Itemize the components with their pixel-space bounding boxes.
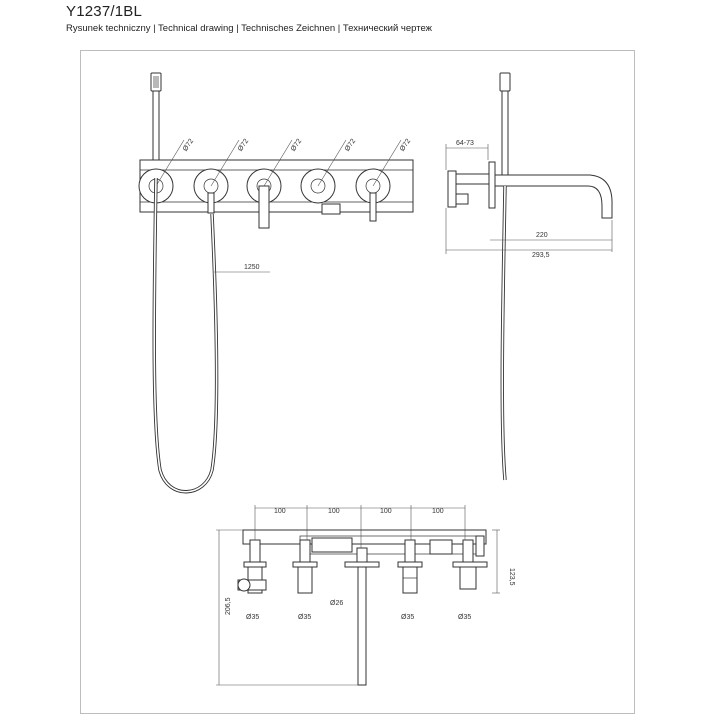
- hose-connector: [237, 578, 267, 592]
- valve-spout: [344, 547, 380, 686]
- side-view: 64-73 220 293,5: [445, 72, 613, 481]
- drawing-frame: [80, 50, 635, 714]
- hose-length-label: 1250: [244, 264, 260, 271]
- total-height-label: 206,5: [225, 597, 232, 615]
- diameter-label-valve-1: Ø35: [246, 614, 259, 621]
- spacing-label-4: 100: [432, 508, 444, 515]
- diameter-label-valve-2: Ø35: [298, 614, 311, 621]
- valve-2: [292, 539, 318, 594]
- valve-5: [452, 539, 488, 590]
- front-view: Ø72 Ø72 Ø72 Ø72 Ø72 1250: [138, 72, 414, 494]
- diameter-label-valve-5: Ø35: [458, 614, 471, 621]
- model-number: Y1237/1BL: [66, 3, 143, 20]
- diameter-label-valve-4: Ø35: [401, 614, 414, 621]
- rosette-3: [246, 168, 282, 229]
- shower-hose: [152, 177, 219, 494]
- spacing-label-3: 100: [380, 508, 392, 515]
- spout-reach-label: 220: [536, 232, 548, 239]
- depth-range-label: 64-73: [456, 140, 474, 147]
- valve-4: [397, 539, 423, 594]
- top-view: 100 100 100 100 123,5 206,5 Ø35 Ø35 Ø26 …: [216, 505, 515, 686]
- drawing-subtitle: Rysunek techniczny | Technical drawing |…: [66, 23, 433, 34]
- body-height-label: 123,5: [508, 568, 515, 586]
- diameter-label-spout: Ø26: [330, 600, 343, 607]
- spacing-label-2: 100: [328, 508, 340, 515]
- rosette-5: [355, 168, 391, 222]
- total-depth-label: 293,5: [532, 252, 550, 259]
- spacing-label-1: 100: [274, 508, 286, 515]
- hand-shower: [150, 72, 162, 178]
